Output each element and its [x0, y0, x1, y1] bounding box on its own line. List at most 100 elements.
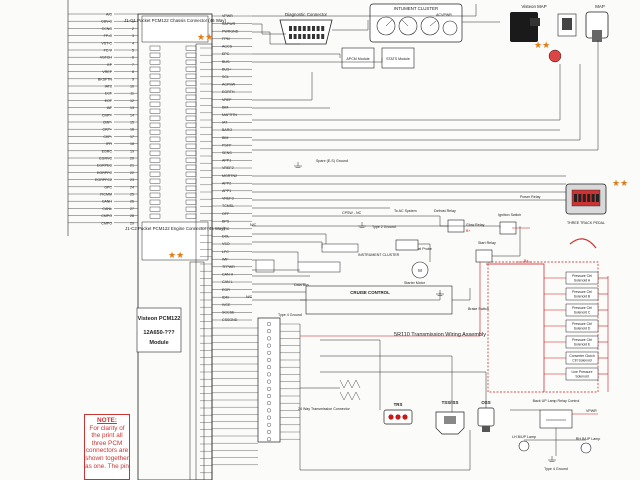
wire: [300, 292, 441, 301]
visteon-map-sensor: Visteon MAP ★★: [510, 4, 550, 51]
left-signal-label: FC-V: [104, 49, 113, 53]
svg-text:M: M: [418, 268, 422, 273]
wire: [252, 31, 300, 45]
svg-text:Back UP Lamp Relay Control: Back UP Lamp Relay Control: [533, 399, 580, 403]
left-signal-label: CMPO: [101, 221, 112, 225]
diag-pin: [293, 34, 297, 39]
note-body: For clarity of the print all three PCM c…: [85, 424, 129, 470]
left-pin-number: 7: [132, 63, 134, 67]
pin-slot: [149, 157, 161, 163]
diag-pin: [307, 34, 311, 39]
stars-mid: ★★: [168, 251, 184, 261]
svg-text:To AC System: To AC System: [394, 209, 417, 213]
pedal-pin: [574, 194, 577, 202]
pin-slot: [185, 87, 197, 93]
pin-slot: [185, 164, 197, 170]
trans-pin: [267, 350, 272, 355]
right-signal-list: VPWRKAPWRPWRGNDFPMACCSEPCBUS-BUS+SCLACPS…: [212, 14, 258, 465]
pedal-pin: [591, 194, 595, 202]
svg-text:VPWR: VPWR: [586, 409, 597, 413]
diag-pin: [298, 26, 302, 31]
left-signal-label: FICMM: [100, 193, 112, 197]
accelerator-pedal: ★★ THREE TRACK PEDAL: [565, 179, 628, 249]
print-note: NOTE: For clarity of the print all three…: [84, 414, 130, 480]
wire: [320, 371, 487, 408]
left-pin-number: 17: [130, 135, 134, 139]
left-pin-number: 14: [130, 113, 134, 117]
svg-text:Brake Switch: Brake Switch: [468, 307, 489, 311]
wire: [252, 64, 581, 141]
wire: [252, 241, 323, 248]
diag-pin: [316, 26, 320, 31]
right-signal-label: VREF3: [222, 197, 234, 201]
svg-text:MAP: MAP: [595, 4, 605, 9]
diag-pin: [298, 34, 302, 39]
motor-icon: [411, 261, 429, 279]
diag-pin: [321, 26, 325, 31]
svg-text:Data Bus: Data Bus: [294, 283, 309, 287]
solenoid-label: Converter Clutch: [569, 354, 595, 358]
svg-text:Starter Motor: Starter Motor: [404, 281, 426, 285]
left-pin-number: 28: [130, 214, 134, 218]
cluster-sub: ACVPWR: [436, 13, 452, 17]
left-signal-label: BKSFTN: [98, 77, 113, 81]
pin-slot: [185, 52, 197, 58]
solenoid-label: Pressure Ctrl: [572, 338, 592, 342]
trans-pin: [267, 336, 272, 341]
cluster-box: [255, 259, 275, 273]
left-signal-label: CCNC: [102, 27, 113, 31]
wire: [252, 53, 341, 58]
left-pin-number: 12: [130, 99, 134, 103]
lamp-icon: [580, 442, 592, 454]
left-signal-label: IAT: [107, 106, 113, 110]
left-pin-number: 3: [132, 34, 134, 38]
svg-text:Defrost Relay: Defrost Relay: [434, 209, 456, 213]
right-signal-label: DOL: [222, 235, 229, 239]
pin-slot: [149, 192, 161, 198]
misc-annotations: To AC System CPSW - NC Spare (E-S) Groun…: [246, 159, 541, 311]
svg-text:Glow Relay: Glow Relay: [466, 223, 485, 227]
left-signal-label: IAT2: [105, 85, 112, 89]
svg-text:TSS/ISS: TSS/ISS: [442, 400, 459, 405]
trans-pin: [267, 415, 272, 420]
trans-pin: [267, 401, 272, 406]
module-name: Visteon PCM122: [138, 316, 181, 322]
pin-slot: [149, 213, 161, 219]
probe-icon: [395, 239, 419, 251]
left-pin-number: 20: [130, 157, 134, 161]
left-signal-label: CMP+: [102, 113, 112, 117]
pin-slot: [185, 59, 197, 65]
abs-module-box: [297, 261, 341, 273]
left-signal-label: EGRPEC: [97, 164, 113, 168]
left-signal-label: CMPO: [101, 214, 112, 218]
svg-text:B+: B+: [524, 259, 529, 263]
wire: [492, 226, 521, 257]
apcm-module: APCM Module: [341, 47, 375, 69]
solenoid-label: Solenoid D: [574, 327, 591, 331]
pin-slot: [149, 94, 161, 100]
left-signal-label: CMP-: [103, 121, 113, 125]
wire: [252, 4, 477, 17]
solenoid-label: Pressure Ctrl: [572, 274, 592, 278]
trs-sensor: TRS: [383, 402, 413, 425]
left-signal-label: EGRVC: [99, 157, 112, 161]
pin-slot: [185, 122, 197, 128]
trans-pin: [267, 343, 272, 348]
pin-slot: [185, 157, 197, 163]
stats-module: STATS Module: [381, 47, 415, 69]
pedal-pin: [582, 194, 586, 202]
wire: [300, 430, 471, 471]
left-signal-label: EGRPFC: [97, 171, 112, 175]
diag-pin: [289, 26, 292, 31]
solenoid-label: Solenoid C: [574, 311, 591, 315]
pcm-lower-title: J1-C2 Pocket PCM122 Engine Connector (46…: [125, 226, 225, 231]
pin-slot: [149, 199, 161, 205]
pin-column-frame-lower: [189, 261, 205, 480]
svg-text:Type 4 Ground: Type 4 Ground: [278, 313, 302, 317]
trans-pin: [267, 394, 272, 399]
svg-text:APCM Module: APCM Module: [346, 57, 369, 61]
wire: [252, 225, 501, 228]
pin-slot: [149, 108, 161, 114]
